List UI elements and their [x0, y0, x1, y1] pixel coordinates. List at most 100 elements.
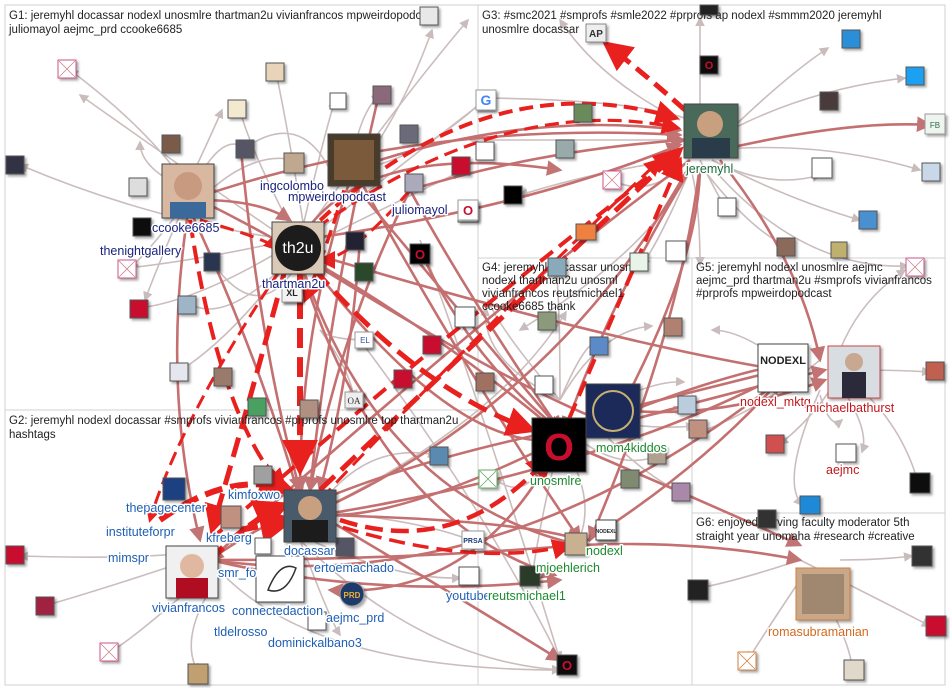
label-dominickalbano3[interactable]: dominickalbano3 — [267, 635, 364, 652]
node-icon[interactable] — [629, 252, 649, 272]
mom4kiddos-node[interactable] — [585, 383, 641, 439]
node-icon[interactable] — [354, 262, 374, 282]
node-icon[interactable] — [475, 141, 495, 161]
node-icon[interactable] — [177, 295, 197, 315]
node-icon[interactable] — [503, 185, 523, 205]
label-juliomayol[interactable]: juliomayol — [390, 202, 450, 219]
label-youtube[interactable]: youtube — [445, 588, 493, 605]
label-mom4kiddos[interactable]: mom4kiddos — [595, 440, 669, 457]
el-node[interactable] — [354, 331, 374, 349]
connectedaction-node[interactable] — [255, 555, 305, 603]
node-icon[interactable] — [335, 537, 355, 557]
node-icon[interactable] — [419, 6, 439, 26]
node-icon[interactable] — [663, 317, 683, 337]
xl-node[interactable] — [281, 281, 303, 303]
fb-node[interactable] — [924, 113, 946, 135]
node-icon[interactable] — [556, 654, 578, 676]
node-icon[interactable] — [451, 156, 471, 176]
label-reutsmichael1[interactable]: reutsmichael1 — [487, 588, 568, 605]
node-icon[interactable] — [699, 4, 719, 16]
prsa-node[interactable] — [461, 530, 485, 550]
label-instituteforpr[interactable]: instituteforpr — [105, 524, 177, 541]
node-icon[interactable] — [647, 445, 667, 465]
node-icon[interactable] — [671, 482, 691, 502]
node-icon[interactable] — [475, 372, 495, 392]
label-smr-fo[interactable]: smr_fo — [217, 565, 258, 582]
aejmc-prd-node[interactable] — [339, 581, 365, 607]
node-icon[interactable] — [422, 335, 442, 355]
unosmlre-small-node[interactable] — [457, 199, 479, 221]
label-connectedaction[interactable]: connectedaction — [231, 603, 325, 620]
node-icon[interactable] — [5, 545, 25, 565]
label-ccooke6685[interactable]: ccooke6685 — [151, 220, 221, 237]
label-mpweirdopodcast[interactable]: mpweirdopodcast — [287, 189, 388, 206]
node-icon[interactable] — [129, 299, 149, 319]
node-icon[interactable] — [235, 139, 255, 159]
label-kimfoxwo[interactable]: kimfoxwo — [227, 487, 282, 504]
node-icon[interactable] — [799, 495, 821, 515]
label-ertoemachado[interactable]: ertoemachado — [313, 560, 396, 577]
label-aejmc[interactable]: aejmc — [825, 462, 861, 479]
node-icon[interactable] — [162, 477, 186, 501]
node-icon[interactable] — [819, 91, 839, 111]
node-icon[interactable] — [213, 367, 233, 387]
node-icon[interactable] — [717, 197, 737, 217]
nodexl-node[interactable] — [595, 519, 617, 541]
node-icon[interactable] — [454, 306, 476, 328]
node-icon[interactable] — [372, 85, 392, 105]
ap-node[interactable] — [585, 23, 607, 43]
node-icon[interactable] — [220, 505, 242, 529]
label-ingcolombo[interactable]: ingcolombo — [259, 178, 326, 195]
node-icon[interactable] — [841, 29, 861, 49]
label-docassar[interactable]: docassar — [283, 543, 337, 560]
node-icon[interactable] — [776, 237, 796, 257]
label-tldelrosso[interactable]: tldelrosso — [213, 624, 270, 641]
label-thepagecenter[interactable]: thepagecenter — [125, 500, 208, 517]
node-icon[interactable] — [399, 124, 419, 144]
node-icon[interactable] — [227, 99, 247, 119]
google-node[interactable] — [475, 89, 497, 111]
node-icon[interactable] — [564, 532, 588, 556]
node-icon[interactable] — [253, 465, 273, 485]
node-icon[interactable] — [677, 395, 697, 415]
node-icon[interactable] — [265, 62, 285, 82]
node-icon[interactable] — [35, 596, 55, 616]
node-icon[interactable] — [575, 223, 597, 241]
node-icon[interactable] — [254, 537, 272, 555]
label-michaelbathurst[interactable]: michaelbathurst — [805, 400, 897, 417]
node-icon[interactable] — [299, 399, 319, 419]
label-thenightgallery[interactable]: thenightgallery — [99, 243, 184, 260]
node-icon[interactable] — [128, 177, 148, 197]
label-romasubramanian[interactable]: romasubramanian — [767, 624, 871, 641]
node-icon[interactable] — [169, 362, 189, 382]
node-icon[interactable] — [911, 545, 933, 567]
label-jeremyhl[interactable]: jeremyhl — [684, 161, 735, 178]
label-aejmc-prd[interactable]: aejmc_prd — [325, 610, 386, 627]
node-icon[interactable] — [534, 375, 554, 395]
node-icon[interactable] — [858, 210, 878, 230]
node-icon[interactable] — [688, 419, 708, 439]
node-icon[interactable] — [811, 157, 833, 179]
node-icon[interactable] — [203, 252, 221, 272]
node-icon[interactable] — [547, 257, 567, 277]
label-unosmlre[interactable]: unosmlre — [529, 473, 583, 490]
node-icon[interactable] — [909, 472, 931, 494]
node-icon[interactable] — [757, 509, 777, 529]
node-icon[interactable] — [925, 615, 947, 637]
node-icon[interactable] — [458, 566, 480, 586]
node-icon[interactable] — [132, 217, 152, 237]
node-icon[interactable] — [555, 139, 575, 159]
node-icon[interactable] — [393, 369, 413, 389]
label-mimspr[interactable]: mimspr — [107, 550, 151, 567]
node-icon[interactable] — [835, 443, 857, 463]
node-icon[interactable] — [843, 659, 865, 681]
node-icon[interactable] — [283, 152, 305, 174]
node-icon[interactable] — [665, 240, 687, 262]
node-icon[interactable] — [830, 241, 848, 259]
node-icon[interactable] — [537, 311, 557, 331]
label-nodexl[interactable]: nodexl — [585, 543, 625, 560]
node-icon[interactable] — [429, 446, 449, 466]
label-nodexl-mktg[interactable]: nodexl_mktg — [739, 394, 813, 411]
node-icon[interactable] — [519, 565, 541, 587]
node-icon[interactable] — [921, 162, 941, 182]
